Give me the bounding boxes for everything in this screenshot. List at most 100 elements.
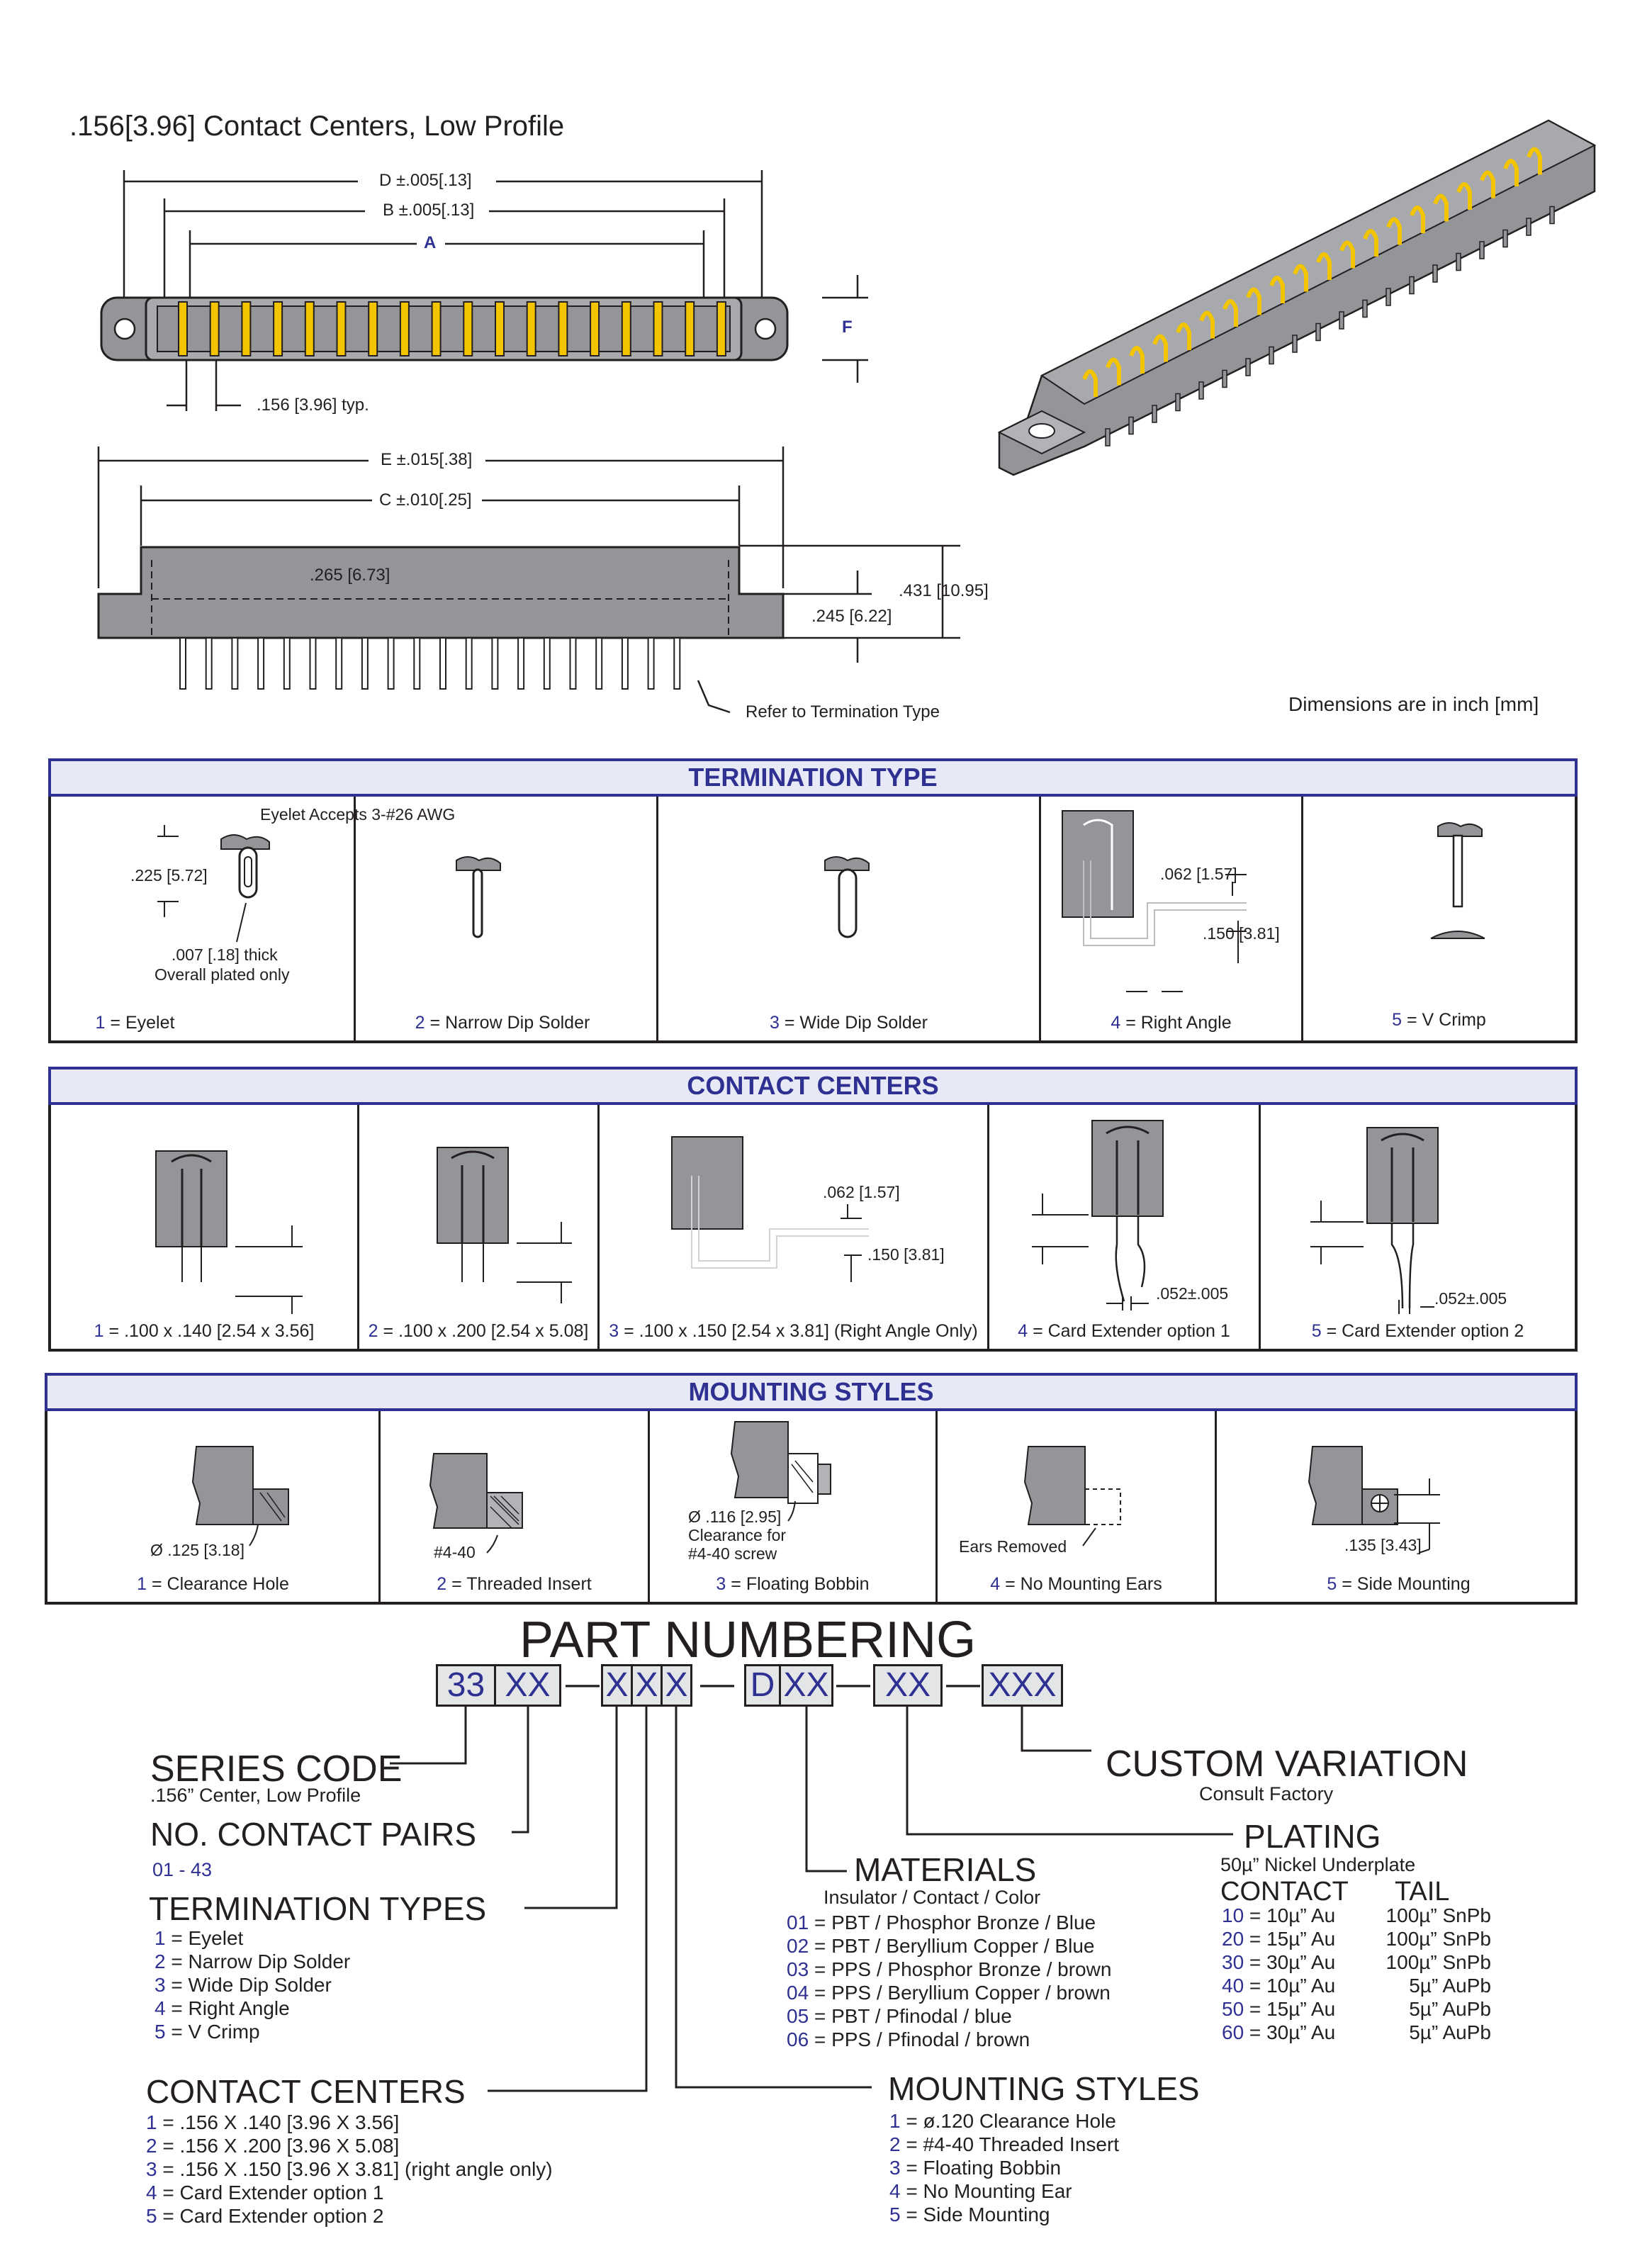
side-dim: .135 [3.43] bbox=[1344, 1536, 1422, 1554]
pn-box-centers: X bbox=[631, 1664, 663, 1707]
iso-contact bbox=[1503, 159, 1519, 186]
centers-dim1: .062 [1.57] bbox=[823, 1183, 900, 1201]
iso-tail bbox=[1175, 393, 1181, 412]
iso-tail bbox=[1432, 264, 1438, 283]
term-item: 1 = Eyelet bbox=[154, 1927, 244, 1949]
tail-pin bbox=[673, 637, 681, 690]
contact-pin bbox=[558, 301, 568, 357]
iso-tail bbox=[1105, 428, 1111, 447]
term-item: 5 = V Crimp bbox=[154, 2021, 260, 2043]
tail-pin bbox=[231, 637, 239, 690]
mount-item: 4 = No Mounting Ear bbox=[889, 2180, 1072, 2202]
pn-box-termination: X bbox=[601, 1664, 633, 1707]
termination-caption-2: 2 = Narrow Dip Solder bbox=[415, 1013, 590, 1033]
tail-pin bbox=[361, 637, 369, 690]
ears-removed: Ears Removed bbox=[959, 1537, 1067, 1556]
iso-tail bbox=[1245, 358, 1251, 376]
iso-contact bbox=[1456, 182, 1472, 210]
centers-cell-2: 2 = .100 x .200 [2.54 x 5.08] bbox=[357, 1105, 600, 1349]
termination-cell-v-crimp: 5 = V Crimp bbox=[1303, 797, 1575, 1040]
mat-item: 06 = PPS / Pfinodal / brown bbox=[787, 2028, 1030, 2050]
plating-tail-header: TAIL bbox=[1395, 1877, 1450, 1907]
contact-centers-list: 1 = .156 X .140 [3.96 X 3.56] 2 = .156 X… bbox=[146, 2111, 553, 2228]
mounting-styles-list: 1 = ø.120 Clearance Hole 2 = #4-40 Threa… bbox=[889, 2109, 1119, 2226]
centers-cell-3: .062 [1.57] .150 [3.81] 3 = .100 x .150 … bbox=[600, 1105, 989, 1349]
iso-contact bbox=[1152, 334, 1168, 362]
iso-tail bbox=[1222, 369, 1227, 388]
tail-pin bbox=[257, 637, 265, 690]
centers-caption-5: 5 = Card Extender option 2 bbox=[1311, 1321, 1524, 1341]
part-numbering-title: PART NUMBERING bbox=[519, 1612, 977, 1668]
materials-list: 01 = PBT / Phosphor Bronze / Blue 02 = P… bbox=[787, 1911, 1111, 2051]
termination-cell-narrow-dip: 2 = Narrow Dip Solder bbox=[354, 797, 658, 1040]
units-note: Dimensions are in inch [mm] bbox=[1288, 693, 1539, 715]
series-code-desc: .156” Center, Low Profile bbox=[150, 1785, 361, 1806]
mount-item: 3 = Floating Bobbin bbox=[889, 2157, 1062, 2179]
tail-pin bbox=[595, 637, 603, 690]
tail-pin bbox=[465, 637, 473, 690]
eyelet-plated: Overall plated only bbox=[154, 965, 290, 984]
contact-pin bbox=[526, 301, 536, 357]
centers-cell-5: .052±.005 5 = Card Extender option 2 bbox=[1261, 1105, 1575, 1349]
contact-pin bbox=[273, 301, 283, 357]
mount-item: 1 = ø.120 Clearance Hole bbox=[889, 2110, 1116, 2132]
contact-centers-header: CONTACT CENTERS bbox=[48, 1067, 1578, 1105]
termination-cell-right-angle: .062 [1.57] .150 [3.81] 4 = Right Angle bbox=[1041, 797, 1303, 1040]
plating-label: PLATING bbox=[1244, 1818, 1381, 1855]
part-numbering-leaders bbox=[390, 1707, 1233, 2092]
tail-pin bbox=[543, 637, 551, 690]
iso-tail bbox=[1502, 229, 1508, 248]
cc-item: 2 = .156 X .200 [3.96 X 5.08] bbox=[146, 2135, 400, 2157]
termination-type-header: TERMINATION TYPE bbox=[48, 758, 1578, 797]
contact-pin bbox=[336, 301, 347, 357]
tail-pin bbox=[491, 637, 499, 690]
tail-pin bbox=[413, 637, 421, 690]
contact-pin bbox=[621, 301, 631, 357]
tail-pin bbox=[621, 637, 629, 690]
plating-desc: 50µ” Nickel Underplate bbox=[1220, 1854, 1416, 1875]
contact-pin bbox=[368, 301, 378, 357]
eyelet-thick: .007 [.18] thick bbox=[172, 945, 278, 964]
mounting-caption-1: 1 = Clearance Hole bbox=[137, 1574, 289, 1594]
refer-termination: Refer to Termination Type bbox=[746, 702, 940, 722]
contact-pin bbox=[304, 301, 315, 357]
centers-dim3: .052±.005 bbox=[1156, 1284, 1229, 1303]
dim-f: F bbox=[842, 318, 853, 337]
ra-dim1: .062 [1.57] bbox=[1160, 865, 1237, 883]
iso-contact bbox=[1129, 346, 1145, 374]
mat-item: 01 = PBT / Phosphor Bronze / Blue bbox=[787, 1911, 1096, 1933]
cc-item: 4 = Card Extender option 1 bbox=[146, 2182, 384, 2204]
contact-pin bbox=[495, 301, 505, 357]
term-item: 3 = Wide Dip Solder bbox=[154, 1974, 332, 1996]
mat-item: 05 = PBT / Pfinodal / blue bbox=[787, 2005, 1012, 2027]
termination-type-table: Eyelet Accepts 3-#26 AWG .225 [5.72] .00… bbox=[48, 797, 1578, 1043]
custom-variation-label: CUSTOM VARIATION bbox=[1106, 1744, 1468, 1785]
contact-pairs-range: 01 - 43 bbox=[152, 1859, 213, 1880]
thread-label: #4-40 bbox=[434, 1543, 476, 1561]
iso-tail bbox=[1549, 206, 1555, 225]
iso-tail bbox=[1315, 322, 1321, 342]
bobbin-dim: Ø .116 [2.95] bbox=[688, 1508, 782, 1526]
mounting-cell-threaded: #4-40 2 = Threaded Insert bbox=[378, 1411, 650, 1602]
iso-contact bbox=[1527, 147, 1542, 175]
iso-tail bbox=[1152, 405, 1157, 423]
pn-box-d: D bbox=[744, 1664, 781, 1707]
dim-b: B ±.005[.13] bbox=[383, 201, 475, 220]
dim-height-body: .265 [6.73] bbox=[310, 566, 390, 585]
centers-caption-4: 4 = Card Extender option 1 bbox=[1018, 1321, 1230, 1341]
eyelet-note: Eyelet Accepts 3-#26 AWG bbox=[260, 805, 456, 824]
pn-box-mounting: X bbox=[661, 1664, 692, 1707]
centers-cell-4: .052±.005 4 = Card Extender option 1 bbox=[989, 1105, 1261, 1349]
centers-caption-3: 3 = .100 x .150 [2.54 x 3.81] (Right Ang… bbox=[609, 1321, 978, 1341]
dim-c: C ±.010[.25] bbox=[379, 490, 472, 510]
materials-label: MATERIALS bbox=[854, 1851, 1037, 1888]
tail-pin bbox=[309, 637, 317, 690]
dim-a: A bbox=[424, 233, 437, 252]
pn-dash-3: — bbox=[836, 1665, 870, 1702]
pn-dash-2: — bbox=[700, 1665, 734, 1702]
pn-dash-1: — bbox=[566, 1665, 600, 1702]
dim-typ: .156 [3.96] typ. bbox=[257, 395, 369, 415]
centers-caption-2: 2 = .100 x .200 [2.54 x 5.08] bbox=[368, 1321, 589, 1341]
